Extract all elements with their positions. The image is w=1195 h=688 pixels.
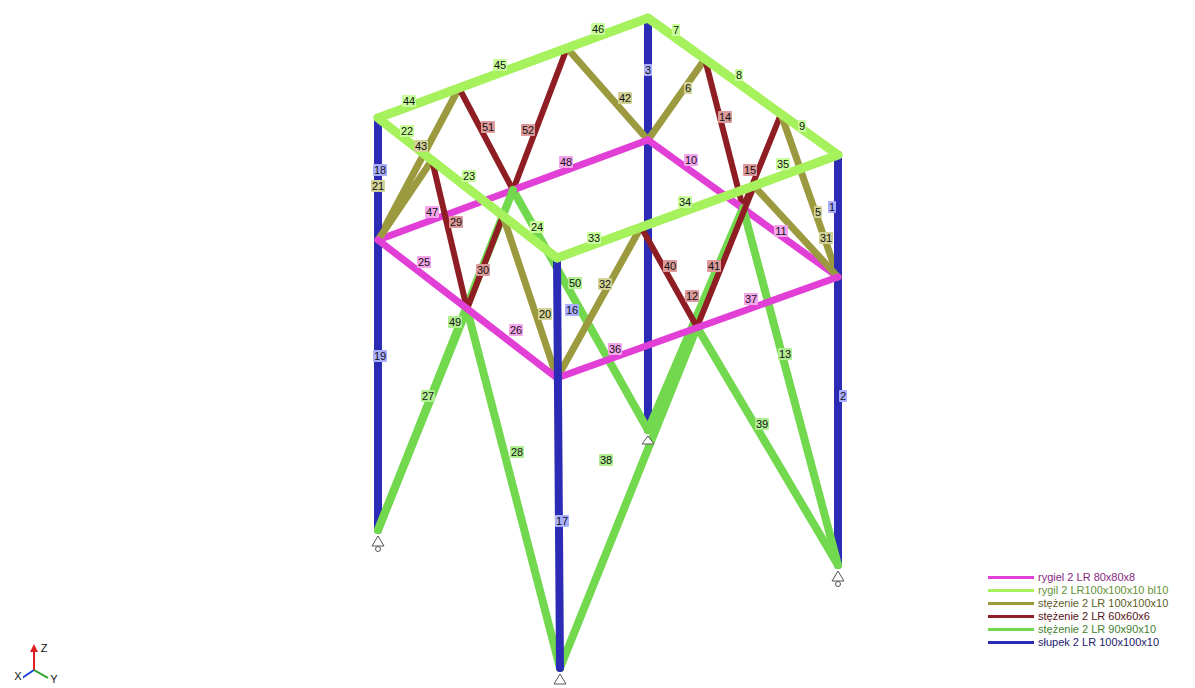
member-number: 51: [481, 121, 495, 133]
member-number: 35: [776, 158, 790, 170]
member-number: 42: [618, 92, 632, 104]
member-number: 38: [599, 454, 613, 466]
legend-text: słupek 2 LR 100x100x10: [1038, 636, 1159, 649]
member-number: 41: [707, 260, 721, 272]
member-number: 29: [449, 216, 463, 228]
member-number: 52: [521, 124, 535, 136]
member-number: 50: [568, 277, 582, 289]
member-number: 36: [608, 343, 622, 355]
legend-swatch: [988, 576, 1034, 579]
member-number: 44: [402, 95, 416, 107]
member-number: 32: [598, 278, 612, 290]
member-number: 13: [778, 348, 792, 360]
member-number: 17: [555, 515, 569, 527]
member-number: Y: [49, 673, 58, 685]
member-number: 6: [684, 82, 692, 94]
member-number: 45: [493, 59, 507, 71]
legend-text: stężenie 2 LR 60x60x6: [1038, 610, 1150, 623]
legend-row: rygil 2 LR100x100x10 bl10: [988, 584, 1168, 597]
member-number: 8: [735, 69, 743, 81]
member-number: 5: [814, 206, 822, 218]
member-number: 12: [685, 290, 699, 302]
legend-text: stężenie 2 LR 100x100x10: [1038, 597, 1168, 610]
member-number: 27: [421, 390, 435, 402]
member-number: 21: [371, 180, 385, 192]
member-number: 18: [373, 164, 387, 176]
legend: rygiel 2 LR 80x80x8rygil 2 LR100x100x10 …: [988, 571, 1168, 649]
member-number: 49: [448, 316, 462, 328]
member-number: 10: [684, 154, 698, 166]
member-number: 14: [718, 111, 732, 123]
legend-swatch: [988, 589, 1034, 592]
member-number: 37: [744, 293, 758, 305]
member-number: 2: [839, 390, 847, 402]
member-number: 43: [414, 140, 428, 152]
member-number: 34: [678, 196, 692, 208]
legend-row: stężenie 2 LR 60x60x6: [988, 610, 1168, 623]
member-number: 26: [509, 324, 523, 336]
member-number: X: [13, 670, 22, 682]
member-number: 19: [373, 350, 387, 362]
legend-row: stężenie 2 LR 100x100x10: [988, 597, 1168, 610]
legend-swatch: [988, 615, 1034, 618]
member-number: 25: [417, 256, 431, 268]
member-number: 22: [400, 125, 414, 137]
legend-text: stężenie 2 LR 90x90x10: [1038, 623, 1156, 636]
legend-swatch: [988, 641, 1034, 644]
member-number: 28: [510, 446, 524, 458]
legend-row: stężenie 2 LR 90x90x10: [988, 623, 1168, 636]
member-number: 9: [798, 120, 806, 132]
member-number: 11: [774, 225, 787, 237]
member-number: 47: [425, 206, 439, 218]
legend-swatch: [988, 628, 1034, 631]
legend-row: słupek 2 LR 100x100x10: [988, 636, 1168, 649]
member-number: 24: [530, 221, 544, 233]
legend-text: rygiel 2 LR 80x80x8: [1038, 571, 1135, 584]
member-number: 7: [672, 24, 680, 36]
member-number: 48: [559, 156, 573, 168]
member-number: 3: [644, 64, 652, 76]
legend-text: rygil 2 LR100x100x10 bl10: [1038, 584, 1168, 597]
legend-swatch: [988, 602, 1034, 605]
member-number: 31: [819, 232, 833, 244]
member-number: 30: [476, 264, 490, 276]
member-number: 23: [462, 170, 476, 182]
member-number: 40: [663, 260, 677, 272]
member-number: 20: [538, 308, 552, 320]
member-number: 39: [755, 418, 769, 430]
member-number: 46: [591, 23, 605, 35]
member-number: 16: [565, 304, 579, 316]
member-number: 1: [828, 201, 836, 213]
member-number: 33: [587, 232, 601, 244]
legend-row: rygiel 2 LR 80x80x8: [988, 571, 1168, 584]
member-number: Z: [40, 642, 49, 654]
member-number: 15: [743, 164, 757, 176]
